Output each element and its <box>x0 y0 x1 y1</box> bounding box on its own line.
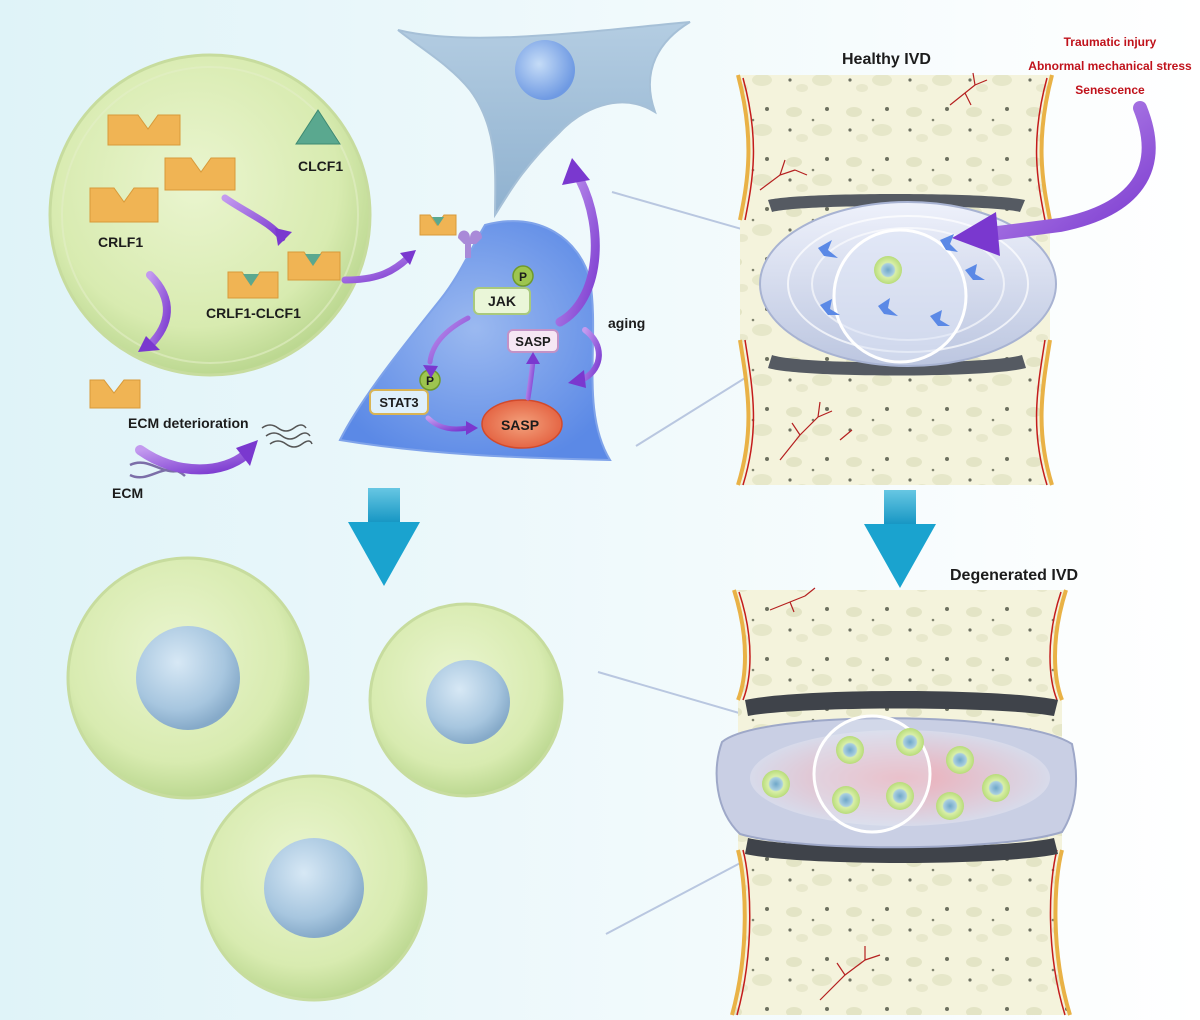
secretion-arrowhead <box>138 336 160 352</box>
stat3-to-nucleus-arrow <box>425 415 471 432</box>
stat3-phospho-label: P <box>426 374 434 388</box>
np-cell-icon <box>836 736 864 764</box>
healthy-ivd-title: Healthy IVD <box>842 51 931 68</box>
degraded-ecm-icon <box>261 424 313 448</box>
clcf1-icon <box>295 109 341 145</box>
ecm-degradation-arrow <box>135 445 250 475</box>
np-cell-nucleus <box>264 838 364 938</box>
sasp-secreted-node: SASP <box>507 329 559 353</box>
crlf1-icon <box>164 157 236 191</box>
aging-label: aging <box>608 315 645 331</box>
risk-factor-text: Traumatic injury <box>1064 35 1157 49</box>
np-cell-bottom-2 <box>368 602 564 798</box>
aging-up-arrow <box>555 175 600 327</box>
ecm-degradation-arrowhead <box>236 440 258 466</box>
blue-cell-icons <box>818 234 985 326</box>
np-cells-cluster <box>762 728 1010 820</box>
aging-up-arrowhead <box>562 158 590 185</box>
np-cell-nucleus <box>426 660 510 744</box>
np-cell-icon <box>946 746 974 774</box>
np-cell-icon <box>874 256 902 284</box>
ecm-label: ECM <box>112 485 143 501</box>
np-cell-icon <box>896 728 924 756</box>
degenerated-nucleus <box>750 730 1050 826</box>
crlf1-icon <box>89 187 159 223</box>
lower-endplate <box>745 838 1058 863</box>
binding-arrowhead <box>275 228 292 246</box>
np-cell-bottom-1 <box>66 556 310 800</box>
jak-phospho-icon <box>512 265 534 287</box>
crlf1-receptor-icons <box>89 114 236 223</box>
secretion-arrow <box>146 271 171 349</box>
sasp-nucleus: SASP <box>481 399 563 449</box>
clcf1-label: CLCF1 <box>298 158 343 174</box>
transition-arrow-right <box>864 490 936 588</box>
healthy-ivd <box>736 72 1057 486</box>
risk-factor-arrowhead <box>952 212 1000 256</box>
blood-vessels <box>759 72 988 461</box>
jak-phospho-label: P <box>519 270 527 284</box>
sasp-nucleus-label: SASP <box>501 417 539 433</box>
jak-node: JAK P <box>473 265 534 315</box>
np-cell-icon <box>936 792 964 820</box>
crlf1-free-icon <box>89 379 141 409</box>
np-cell-icon <box>886 782 914 810</box>
np-cell-icon <box>982 774 1010 802</box>
receptor-complex-icon <box>419 214 482 258</box>
sasp-secreted-label: SASP <box>515 334 551 349</box>
aged-cell <box>397 21 691 219</box>
np-cell-icon <box>762 770 790 798</box>
upper-endplate <box>745 691 1058 716</box>
ecm-deterioration-label: ECM deterioration <box>128 415 249 431</box>
crlf1-label: CRLF1 <box>98 234 143 250</box>
np-cell-nucleus <box>136 626 240 730</box>
np-cell-icon <box>832 786 860 814</box>
np-cell-bottom-3 <box>200 774 428 1002</box>
crlf1-icon <box>107 114 181 146</box>
aged-cell-nucleus <box>515 40 575 100</box>
crlf1-clcf1-complex-icons <box>227 251 341 299</box>
degenerated-ivd-title: Degenerated IVD <box>950 567 1078 584</box>
jak-label: JAK <box>488 293 516 309</box>
stat3-label: STAT3 <box>379 395 418 410</box>
jak-to-stat3-arrow <box>427 315 471 365</box>
risk-factor-arrow <box>983 101 1156 241</box>
signaling-arrow <box>341 254 412 284</box>
transition-arrow-left <box>348 488 420 586</box>
degenerated-ivd <box>715 587 1078 1016</box>
crlf1-clcf1-label: CRLF1-CLCF1 <box>206 305 301 321</box>
risk-factor-text: Abnormal mechanical stress <box>1028 59 1192 73</box>
risk-factors: Traumatic injury Abnormal mechanical str… <box>1028 35 1192 97</box>
aging-feedback-arrow <box>582 327 602 381</box>
risk-factor-text: Senescence <box>1075 83 1145 97</box>
nucleus-pulposus-zoom <box>832 228 968 364</box>
signaling-arrowhead <box>400 250 416 265</box>
